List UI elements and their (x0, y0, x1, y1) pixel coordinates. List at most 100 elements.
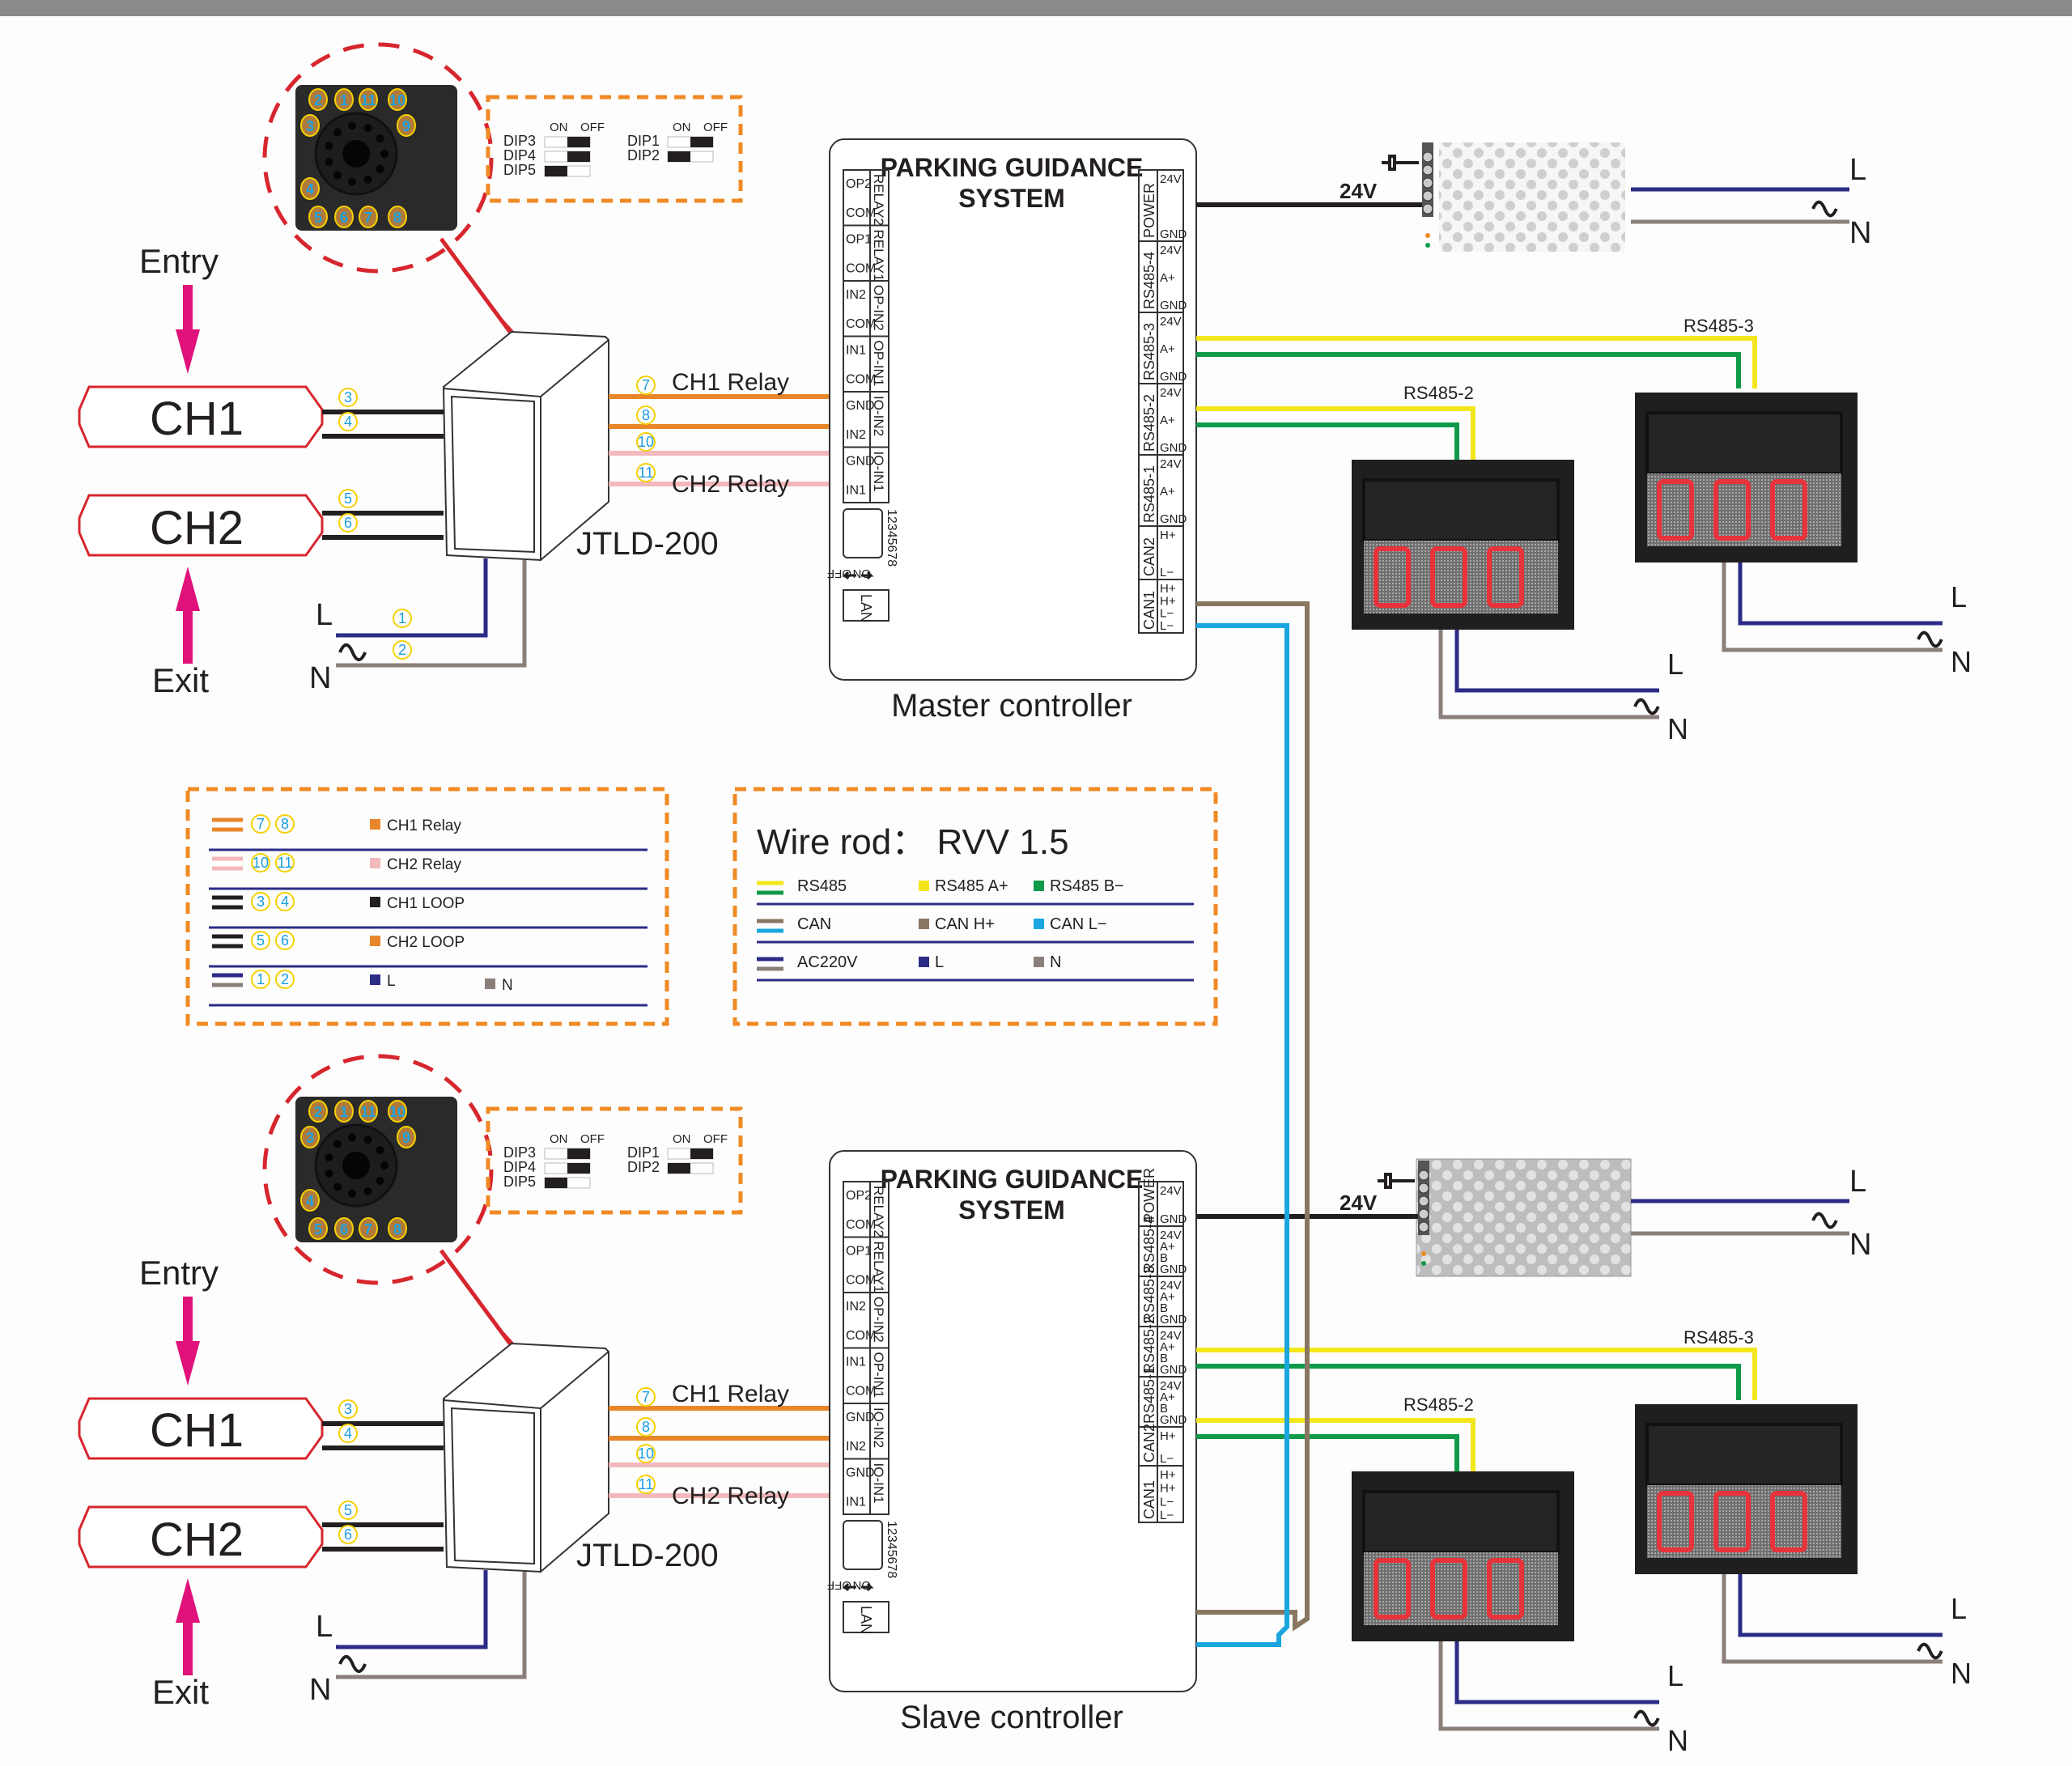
terminal-number: 3 (344, 1401, 352, 1417)
callout-pointer (439, 237, 512, 333)
left-terminal-pin: OP1 (846, 1245, 872, 1259)
loop-ch1-label: CH1 (150, 1404, 244, 1457)
display-led-panel (1364, 541, 1558, 613)
terminal-number-badge: 11 (636, 463, 656, 482)
psu-led-green (1421, 1261, 1426, 1266)
right-terminal-pin: 24V (1160, 1379, 1182, 1393)
rs485-2-b-wire (1196, 422, 1459, 460)
left-terminal-group-cell (869, 446, 890, 503)
pin-screw (334, 88, 354, 111)
socket-pin-hole (348, 1189, 357, 1198)
socket-pin-hole (376, 134, 384, 143)
led-digit-0 (1713, 479, 1751, 541)
badge-circle (251, 892, 270, 911)
socket-pin-hole (380, 150, 388, 158)
pin-screw (388, 206, 407, 228)
left-terminal-group-label: OP-IN1 (871, 1352, 886, 1399)
legend-b-label: CAN L− (1050, 915, 1107, 933)
right-terminal-pin: 24V (1160, 1229, 1182, 1242)
psu-body (1439, 142, 1625, 252)
badge-circle (275, 931, 295, 950)
legend-label: N (502, 977, 513, 994)
exit-label: Exit (152, 661, 209, 699)
socket-hole (342, 1152, 370, 1179)
left-terminal-pin: COM (846, 1385, 876, 1399)
psu-voltage-label: 24V (1340, 179, 1378, 203)
psu-terminal-screw (1422, 190, 1433, 202)
socket-pin-label: 5 (308, 206, 328, 228)
psu-led-green (1425, 243, 1430, 248)
dip-switch-name: DIP3 (503, 1144, 536, 1161)
right-terminal-pin: A+ (1160, 485, 1175, 499)
psu-led-orange (1425, 233, 1430, 238)
left-terminal-pin: GND (846, 399, 875, 413)
terminal-number: 1 (398, 610, 406, 626)
entry-label: Entry (139, 242, 219, 280)
legend-label: CH1 Relay (387, 817, 461, 834)
display-n-label: N (1951, 645, 1972, 678)
badge-circle (636, 463, 656, 482)
dip-switch-knob-off (567, 1163, 590, 1174)
vehicle-detector (442, 330, 609, 562)
legend-color-square (919, 957, 929, 967)
terminal-number: 11 (639, 1476, 654, 1492)
right-terminal-group-label: POWER (1141, 183, 1157, 238)
right-terminal-group-label: RS485-2 (1141, 1316, 1157, 1373)
display-l-label: L (1667, 647, 1684, 681)
right-terminal-cell (1157, 1465, 1184, 1523)
right-terminal-pin: A+ (1160, 1390, 1175, 1404)
pin-number: 4 (306, 181, 314, 197)
legend-color-square (370, 819, 380, 830)
socket-pin-hole (348, 177, 357, 186)
right-terminal-pin: B (1160, 1301, 1168, 1315)
badge-circle (338, 513, 358, 533)
dip-switch-knob-on (545, 166, 567, 176)
right-terminal-pin: L− (1160, 1495, 1174, 1509)
psu-terminal-screw (1422, 151, 1433, 163)
display-n-wire (1438, 630, 1659, 720)
pin-screw (300, 1189, 320, 1212)
legend-a-label: RS485 A+ (935, 877, 1008, 895)
dip-panel-border (486, 95, 743, 203)
left-terminal-pin: OP2 (846, 1189, 872, 1203)
controller-label: Slave controller (900, 1700, 1123, 1735)
legend-b-label: N (1050, 953, 1061, 971)
terminal-number: 1 (257, 971, 265, 987)
dip-switch-name: DIP4 (503, 1159, 536, 1175)
legend-label: CH2 Relay (387, 856, 461, 873)
terminal-number-badge: 6 (275, 931, 295, 950)
dip-on-label: ON (853, 567, 872, 580)
badge-circle (636, 432, 656, 452)
terminal-number: 2 (398, 642, 406, 658)
badge-circle (636, 1444, 656, 1463)
right-terminal-pin: 24V (1160, 244, 1182, 257)
legend-b-label: RS485 B− (1050, 877, 1124, 895)
pin-screw (308, 1217, 328, 1240)
socket-pin-label: 3 (300, 1126, 320, 1148)
terminal-number-badge: 5 (338, 1501, 358, 1520)
terminal-number: 8 (281, 816, 289, 832)
ch2-relay-label: CH2 Relay (672, 1483, 789, 1509)
pin-screw (308, 1100, 328, 1123)
controller-title-line1: PARKING GUIDANCE (881, 153, 1144, 182)
legend-label: L (387, 973, 396, 990)
dip-switch-name: DIP3 (503, 133, 536, 149)
right-terminal-pin: GND (1160, 512, 1187, 526)
terminal-number: 2 (281, 971, 289, 987)
dip-switch-knob-off (690, 1148, 713, 1159)
right-terminal-pin: A+ (1160, 1290, 1175, 1304)
led-display (1352, 1471, 1574, 1641)
pin-number: 2 (314, 92, 322, 108)
detector-edge (540, 1351, 609, 1409)
terminal-number-badge: 6 (338, 513, 358, 533)
left-terminal-group-label: RELAY2 (871, 174, 886, 226)
controller-unit: PARKING GUIDANCESYSTEMOP2COMRELAY2OP1COM… (827, 1150, 1197, 1692)
right-terminal-pin: H+ (1160, 1429, 1176, 1443)
terminal-number-badge: 4 (338, 1424, 358, 1443)
loop-ch1-box (78, 1397, 324, 1460)
